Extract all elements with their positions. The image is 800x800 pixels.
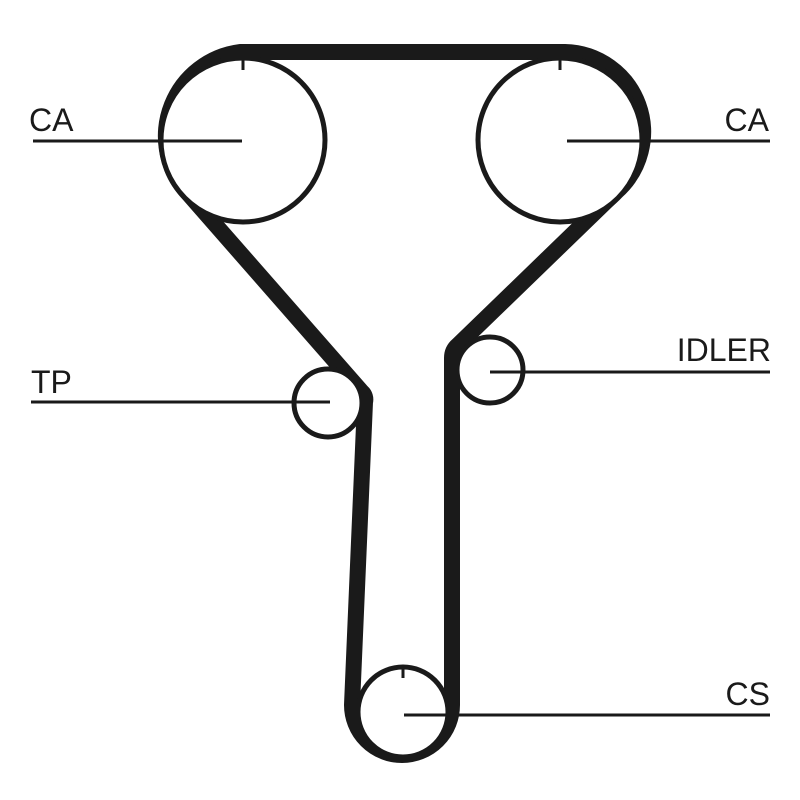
label-idler: IDLER (677, 332, 771, 368)
idler-pulley (454, 334, 526, 406)
label-crankshaft: CS (726, 676, 770, 712)
crankshaft-pulley (355, 664, 451, 760)
label-cam-right: CA (725, 102, 770, 138)
label-cam-left: CA (29, 102, 74, 138)
label-tensioner: TP (31, 364, 72, 400)
